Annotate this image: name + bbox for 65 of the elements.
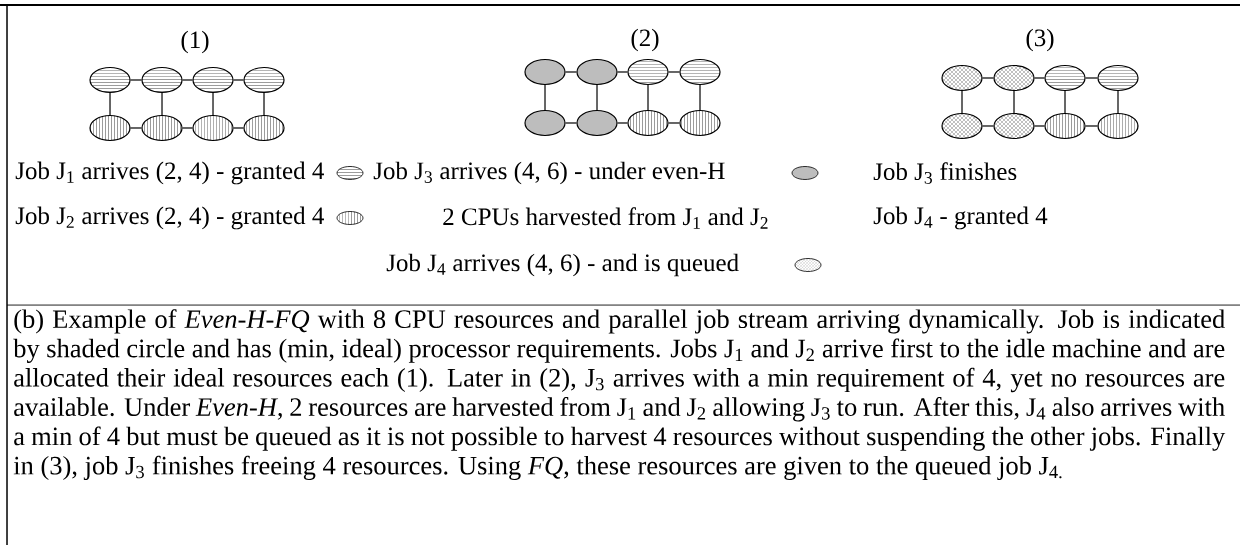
processor-ellipse: [993, 112, 1035, 140]
connector-line: [961, 90, 963, 114]
connector-line: [161, 92, 163, 116]
connector-line: [1085, 77, 1098, 79]
connector-line: [212, 92, 214, 116]
connector-line: [565, 71, 577, 73]
event-text: Job J$_{3}$ arrives (4, 6) - under even-H: [373, 161, 725, 185]
connector-line: [1085, 125, 1098, 127]
processor-ellipse: [576, 58, 618, 86]
processor-ellipse: [576, 109, 618, 137]
processor-ellipse: [192, 66, 234, 94]
event-text: Job J$_{3}$ finishes: [873, 162, 1017, 184]
connector-line: [982, 125, 994, 127]
connector-line: [647, 84, 649, 111]
connector-line: [1034, 125, 1045, 127]
processor-ellipse: [524, 58, 566, 86]
connector-line: [565, 122, 577, 124]
processor-ellipse: [627, 109, 669, 137]
connector-line: [233, 79, 244, 81]
processor-ellipse: [1097, 64, 1139, 92]
processor-ellipse: [243, 114, 285, 142]
processor-ellipse: [993, 64, 1035, 92]
connector-line: [130, 127, 142, 129]
event-text: Job J$_{4}$ arrives (4, 6) - and is queued: [386, 253, 739, 277]
processor-ellipse: [524, 109, 566, 137]
processor-ellipse: [941, 64, 983, 92]
connector-line: [1117, 90, 1119, 114]
connector-line: [617, 71, 628, 73]
connector-line: [1034, 77, 1045, 79]
connector-line: [617, 122, 628, 124]
processor-ellipse: [941, 112, 983, 140]
connector-line: [130, 79, 142, 81]
connector-line: [668, 71, 680, 73]
event-text: Job J$_{2}$ arrives (2, 4) - granted 4: [15, 206, 324, 230]
connector-line: [982, 77, 994, 79]
processor-ellipse: [89, 114, 131, 142]
connector-line: [544, 84, 546, 111]
panel-number: (1): [181, 30, 209, 54]
event-text: 2 CPUs harvested from J$_{1}$ and J$_{2}$: [443, 207, 768, 229]
connector-line: [233, 127, 244, 129]
connector-line: [263, 92, 265, 116]
connector-line: [182, 79, 193, 81]
connector-line: [1064, 90, 1066, 114]
processor-ellipse: [89, 66, 131, 94]
panel-number: (2): [631, 28, 659, 52]
processor-ellipse: [141, 66, 183, 94]
processor-ellipse: [1044, 112, 1086, 140]
connector-line: [699, 84, 701, 111]
processor-ellipse: [627, 58, 669, 86]
connector-line: [1013, 90, 1015, 114]
processor-ellipse: [679, 58, 721, 86]
processor-ellipse: [1097, 112, 1139, 140]
processor-ellipse: [679, 109, 721, 137]
processor-ellipse: [243, 66, 285, 94]
event-text: Job J$_{4}$ - granted 4: [873, 206, 1048, 230]
connector-line: [109, 92, 111, 116]
connector-line: [182, 127, 193, 129]
processor-ellipse: [1044, 64, 1086, 92]
panel-number: (3): [1026, 28, 1054, 52]
connector-line: [668, 122, 680, 124]
event-text: Job J$_{1}$ arrives (2, 4) - granted 4: [15, 161, 324, 185]
caption-text: (b) Example of Even-H-FQ with 8 CPU resources and parallel job stream arriving dynamically. Job is indicated by shaded circle and has (min, ideal) processor requirements. Jobs J$_{1}$ and J$_{2}$ arrive first to the idle machine and are allocated their ideal resources each (1). Later in (2), J$_{3}$ arrives with a min requirement of 4, yet no resources are available. Under Even-H, 2 resources are harvested from J$_{1}$ and J$_{2}$ allowing J$_{3}$ to run. After this, J$_{4}$ also arrives with a min of 4 but must be queued as it is not possible to harvest 4 resources without suspending the other jobs. Finally in (3), job J$_{3}$ finishes freeing 4 resources. Using FQ, these resources are given to the queued job J$_{4.}$: [13, 309, 1226, 481]
processor-ellipse: [141, 114, 183, 142]
processor-ellipse: [192, 114, 234, 142]
connector-line: [596, 84, 598, 111]
